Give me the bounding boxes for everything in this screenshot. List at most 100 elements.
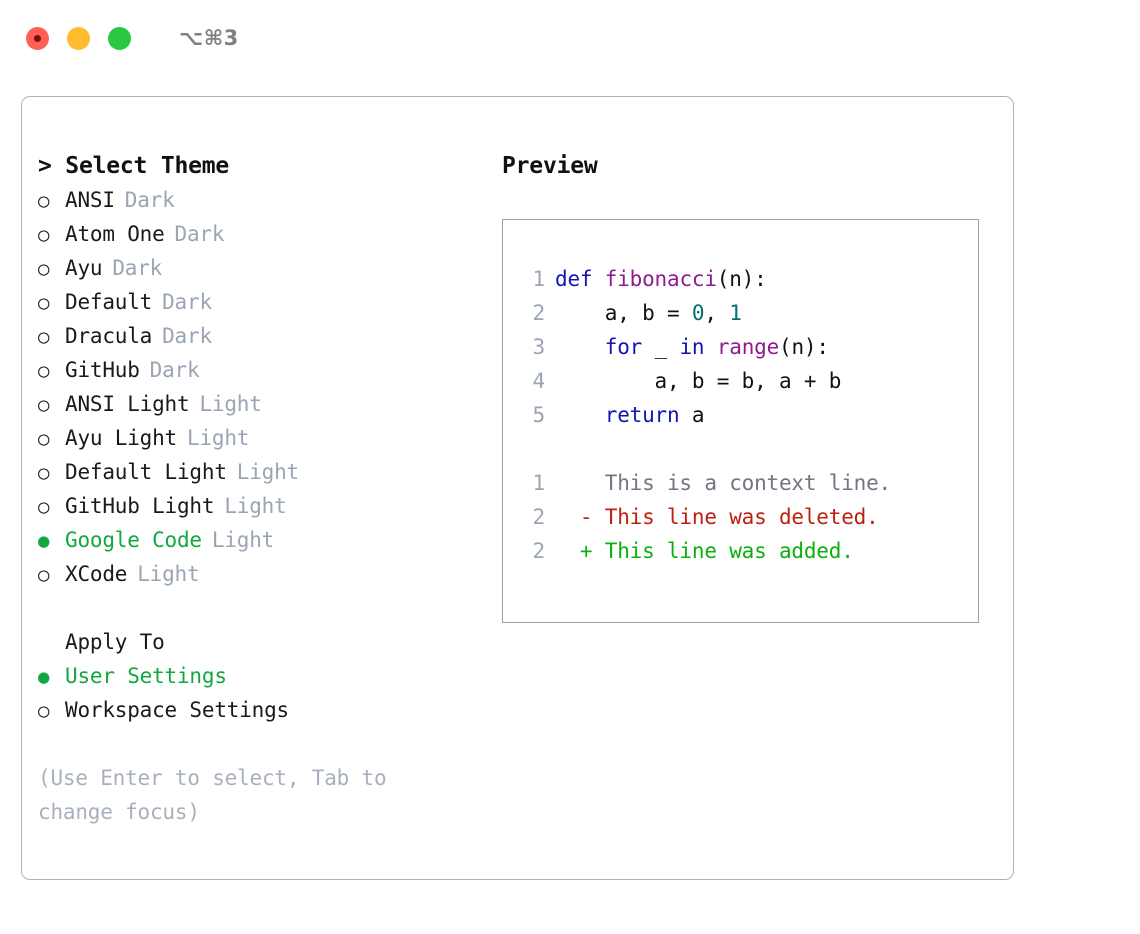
diff-line-ctx: 1 This is a context line. <box>521 466 978 500</box>
theme-option-variant: Dark <box>124 188 175 212</box>
code-line-number: 4 <box>532 369 546 393</box>
radio-unselected-icon: ○ <box>38 428 50 450</box>
theme-option-label: ANSI <box>65 188 115 212</box>
theme-option-label: Default <box>65 290 153 314</box>
apply-to-option-label: User Settings <box>65 664 227 688</box>
diff-line-text: - This line was deleted. <box>555 505 879 529</box>
radio-unselected-icon: ○ <box>38 258 50 280</box>
code-line: 1 def fibonacci(n): <box>521 262 978 296</box>
code-token-num: 0 <box>691 301 705 325</box>
code-token-fn: range <box>716 335 780 359</box>
radio-unselected-icon: ○ <box>38 496 50 518</box>
code-token-pl <box>555 403 605 427</box>
code-line: 2 a, b = 0, 1 <box>521 296 978 330</box>
radio-unselected-icon: ○ <box>38 292 50 314</box>
theme-option-variant: Light <box>199 392 262 416</box>
section-spacer <box>38 591 502 625</box>
apply-to-option-label: Workspace Settings <box>65 698 289 722</box>
theme-option-5[interactable]: ○ GitHub Dark <box>38 353 502 387</box>
code-line-number: 5 <box>532 403 546 427</box>
code-token-pl: (n): <box>716 267 767 291</box>
code-token-num: 1 <box>729 301 742 325</box>
radio-unselected-icon: ○ <box>38 326 50 348</box>
diff-line-text: This is a context line. <box>555 471 891 495</box>
code-token-pl <box>555 335 605 359</box>
theme-option-variant: Dark <box>149 358 200 382</box>
apply-to-option-1[interactable]: ○ Workspace Settings <box>38 693 502 727</box>
theme-option-label: Google Code <box>65 528 202 552</box>
radio-unselected-icon: ○ <box>38 564 50 586</box>
select-theme-heading: > Select Theme <box>38 153 230 179</box>
apply-to-heading: Apply To <box>65 630 165 654</box>
code-token-pl: a, b = <box>555 301 692 325</box>
code-token-pl: _ <box>642 335 680 359</box>
minimize-window-button[interactable] <box>67 26 90 50</box>
keyboard-shortcut-hint: ⌥⌘3 <box>179 26 239 50</box>
theme-option-variant: Light <box>236 460 299 484</box>
radio-unselected-icon: ○ <box>38 394 50 416</box>
code-line-text: a, b = 0, 1 <box>555 296 742 330</box>
code-line-text: return a <box>555 398 705 432</box>
preview-heading: Preview <box>502 153 598 179</box>
diff-line-text: + This line was added. <box>555 539 854 563</box>
diff-line-del: 2 - This line was deleted. <box>521 500 978 534</box>
title-bar: ⌥⌘3 <box>0 0 1140 76</box>
radio-unselected-icon: ○ <box>38 224 50 246</box>
code-token-pl: a <box>679 403 705 427</box>
theme-option-variant: Light <box>137 562 200 586</box>
theme-option-2[interactable]: ○ Ayu Dark <box>38 251 502 285</box>
code-line: 4 a, b = b, a + b <box>521 364 978 398</box>
apply-to-option-0[interactable]: ● User Settings <box>38 659 502 693</box>
help-text: (Use Enter to select, Tab to change focu… <box>38 766 387 824</box>
theme-option-variant: Light <box>187 426 250 450</box>
radio-unselected-icon: ○ <box>38 700 50 722</box>
theme-option-4[interactable]: ○ Dracula Dark <box>38 319 502 353</box>
theme-option-label: Ayu <box>65 256 103 280</box>
theme-option-variant: Dark <box>162 324 212 348</box>
code-token-kw: return <box>604 403 680 427</box>
code-token-pl: (n): <box>779 335 829 359</box>
radio-unselected-icon: ○ <box>38 360 50 382</box>
theme-option-variant: Light <box>211 528 275 552</box>
theme-option-label: Default Light <box>65 460 227 484</box>
code-line-number: 1 <box>532 267 546 291</box>
maximize-window-button[interactable] <box>108 26 131 50</box>
code-line-number: 3 <box>532 335 546 359</box>
theme-option-variant: Light <box>224 494 287 518</box>
code-token-pl: a, b = b, a + b <box>555 369 842 393</box>
close-window-button[interactable] <box>26 26 49 50</box>
code-line-number: 2 <box>532 301 546 325</box>
code-line-text: a, b = b, a + b <box>555 364 842 398</box>
diff-line-number: 1 <box>532 471 546 495</box>
code-token-fn: fibonacci <box>604 267 717 291</box>
code-line: 5 return a <box>521 398 978 432</box>
theme-option-variant: Dark <box>174 222 225 246</box>
apply-to-list[interactable]: ● User Settings ○ Workspace Settings <box>38 659 502 727</box>
radio-selected-icon: ● <box>38 666 50 688</box>
code-token-kw: def <box>555 267 605 291</box>
diff-sample: 1 This is a context line.2 - This line w… <box>521 466 978 568</box>
theme-option-variant: Dark <box>112 256 163 280</box>
theme-option-3[interactable]: ○ Default Dark <box>38 285 502 319</box>
theme-option-label: GitHub <box>65 358 140 382</box>
theme-option-variant: Dark <box>162 290 212 314</box>
code-token-kw: for <box>604 335 643 359</box>
code-token-kw: in <box>679 335 705 359</box>
diff-line-number: 2 <box>532 505 546 529</box>
theme-option-label: Dracula <box>65 324 153 348</box>
code-token-pl: , <box>704 301 730 325</box>
